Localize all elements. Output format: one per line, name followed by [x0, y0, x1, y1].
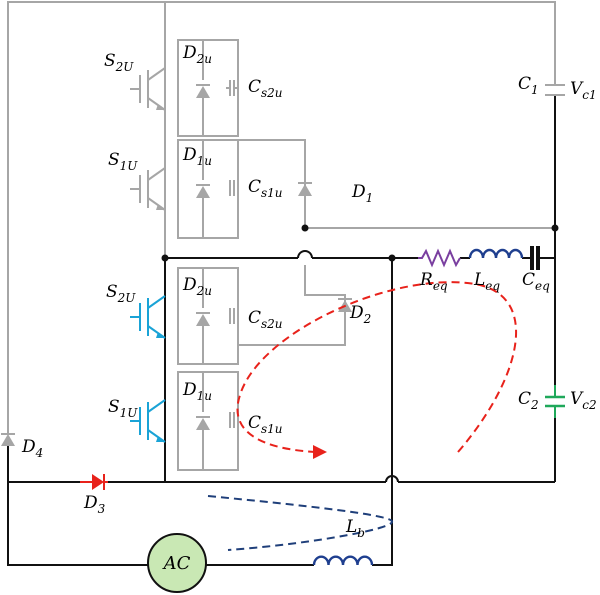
diode-d3: [80, 474, 108, 490]
label-d2u-top: D2u: [182, 43, 212, 66]
diode-d2u-top: [196, 40, 210, 136]
label-d2u-bottom: D2u: [182, 275, 212, 298]
label-d1u-bottom: D1u: [182, 380, 212, 403]
inductor-lb: [312, 555, 374, 566]
ac-label: AC: [162, 553, 191, 574]
current-path-red: [236, 281, 517, 459]
capacitor-cs2u-top: [226, 80, 238, 96]
label-d1: D1: [351, 182, 373, 205]
switch-s1u-bottom: [130, 399, 166, 443]
label-lb: Lb: [345, 517, 365, 540]
capacitor-cs1u-top: [229, 180, 235, 196]
diode-d4: [1, 426, 15, 446]
label-s2u-bottom: S2U: [106, 282, 136, 305]
junction-dots: [161, 224, 559, 262]
label-d3: D3: [83, 493, 106, 516]
label-c1: C1: [518, 74, 539, 97]
diode-d1u-bottom: [196, 372, 210, 470]
capacitor-cs1u-bottom: [229, 412, 235, 428]
ac-source: AC: [147, 533, 207, 593]
label-vc1: Vc1: [570, 79, 597, 102]
label-leq: Leq: [473, 270, 500, 293]
capacitor-ceq: [530, 246, 540, 270]
diode-d1: [298, 182, 312, 196]
switch-s2u-bottom: [130, 295, 166, 339]
label-cs2u-bottom: Cs2u: [248, 308, 283, 331]
active-wiring: [7, 95, 556, 566]
label-req: Req: [419, 270, 448, 293]
current-path-lb: [207, 495, 394, 551]
labels: S2U D2u Cs2u S1U D1u Cs1u D1 C1 Vc1 Req …: [21, 43, 597, 540]
label-s2u-top: S2U: [104, 51, 134, 74]
label-ceq: Ceq: [522, 270, 550, 293]
label-vc2: Vc2: [570, 389, 597, 412]
resistor-req: [418, 248, 461, 268]
capacitor-c1: [545, 84, 565, 96]
label-d1u-top: D1u: [182, 145, 212, 168]
label-cs1u-bottom: Cs1u: [248, 413, 283, 436]
diode-d1u-top: [196, 140, 210, 238]
label-s1u-bottom: S1U: [108, 397, 138, 420]
diode-d2u-bottom: [196, 268, 210, 364]
switch-s2u-top: [130, 67, 166, 111]
capacitor-c2: [545, 385, 565, 418]
inductor-leq: [468, 248, 524, 259]
label-c2: C2: [518, 389, 539, 412]
label-d4: D4: [21, 437, 43, 460]
inactive-wiring: [7, 1, 556, 471]
label-s1u-top: S1U: [108, 150, 138, 173]
switch-s1u-top: [130, 167, 166, 211]
label-cs1u-top: Cs1u: [248, 177, 283, 200]
label-cs2u-top: Cs2u: [248, 77, 283, 100]
label-d2: D2: [349, 303, 371, 326]
capacitor-cs2u-bottom: [229, 308, 235, 324]
